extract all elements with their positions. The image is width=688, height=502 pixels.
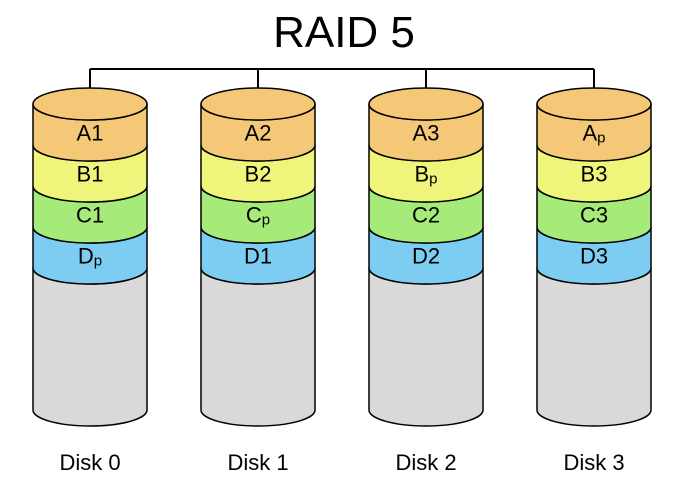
data-block-label: B3	[581, 162, 608, 187]
disk-label: Disk 3	[563, 450, 624, 475]
data-block-label: C3	[580, 203, 608, 228]
block-label-parity-sub: p	[429, 171, 437, 188]
disk-empty-space	[200, 267, 316, 427]
data-block-label: D2	[412, 244, 440, 269]
block-label-base: B2	[245, 162, 272, 187]
disk-top-cap	[536, 87, 652, 121]
disk-label: Disk 2	[395, 450, 456, 475]
data-block-label: D3	[580, 244, 608, 269]
data-block-label: B2	[245, 162, 272, 187]
block-label-base: D1	[244, 244, 272, 269]
disk-empty-space	[32, 267, 148, 427]
block-label-parity-sub: p	[262, 212, 270, 229]
block-label-base: C3	[580, 203, 608, 228]
disk-empty-space	[368, 267, 484, 427]
block-label-base: B3	[581, 162, 608, 187]
block-label-base: A	[582, 121, 597, 146]
block-label-base: D	[78, 244, 94, 269]
data-block-label: C1	[76, 203, 104, 228]
block-label-base: D3	[580, 244, 608, 269]
disk-label: Disk 0	[59, 450, 120, 475]
disk-label: Disk 1	[227, 450, 288, 475]
block-label-base: C	[246, 203, 262, 228]
disk-empty-space	[536, 267, 652, 427]
data-block-label: A3	[413, 121, 440, 146]
parity-block-label: Ap	[582, 121, 605, 147]
diagram-title: RAID 5	[273, 8, 415, 57]
block-label-base: C1	[76, 203, 104, 228]
data-block-label: C2	[412, 203, 440, 228]
connector-lines	[89, 68, 595, 104]
disk-top-cap	[368, 87, 484, 121]
parity-block-label: Dp	[78, 244, 102, 270]
block-label-base: B1	[77, 162, 104, 187]
block-label-base: D2	[412, 244, 440, 269]
block-label-parity-sub: p	[94, 253, 102, 270]
block-label-base: A2	[245, 121, 272, 146]
block-label-base: A1	[77, 121, 104, 146]
block-label-base: B	[414, 162, 429, 187]
parity-block-label: Cp	[246, 203, 270, 229]
disk-top-cap	[200, 87, 316, 121]
block-label-parity-sub: p	[597, 130, 605, 147]
block-label-base: A3	[413, 121, 440, 146]
data-block-label: A2	[245, 121, 272, 146]
data-block-label: A1	[77, 121, 104, 146]
data-block-label: D1	[244, 244, 272, 269]
parity-block-label: Bp	[414, 162, 437, 188]
block-label-base: C2	[412, 203, 440, 228]
disk-top-cap	[32, 87, 148, 121]
data-block-label: B1	[77, 162, 104, 187]
